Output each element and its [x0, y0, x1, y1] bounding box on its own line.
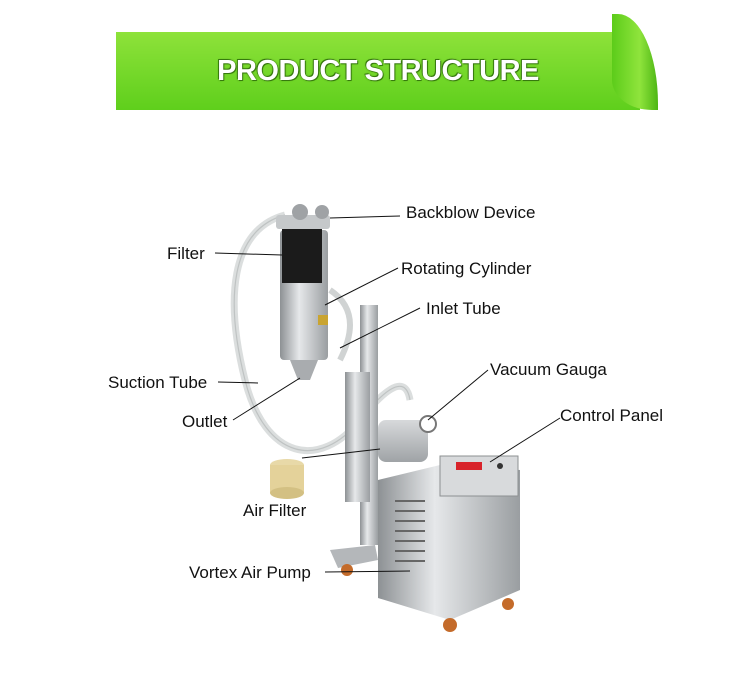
label-suction-tube: Suction Tube [108, 373, 208, 392]
pump-cabinet [378, 465, 520, 620]
page-title: PRODUCT STRUCTURE [217, 54, 539, 87]
label-rotating-cylinder: Rotating Cylinder [401, 259, 532, 278]
callout-lines [214, 215, 561, 573]
vent-slots [395, 500, 425, 562]
wheel [502, 598, 514, 610]
vortex-pump-cylinder [378, 420, 428, 462]
backblow-device [292, 204, 308, 220]
label-backblow-device: Backblow Device [406, 203, 536, 222]
label-control-panel: Control Panel [560, 406, 664, 425]
label-vacuum-gauga: Vacuum Gauga [490, 360, 607, 379]
control-display [456, 462, 482, 470]
title-banner [116, 32, 640, 110]
wheel [443, 618, 457, 632]
base-frame [330, 545, 378, 568]
rotating-cylinder [318, 315, 328, 325]
inlet-tube-hose [328, 287, 353, 362]
outlet-cone [290, 360, 318, 380]
label-vortex-air-pump: Vortex Air Pump [189, 563, 311, 582]
filter-cartridge [282, 228, 322, 283]
label-outlet: Outlet [182, 412, 228, 431]
vacuum-gauge [419, 415, 437, 433]
label-filter: Filter [167, 244, 205, 263]
label-air-filter: Air Filter [243, 501, 307, 520]
wheel [341, 564, 353, 576]
label-inlet-tube: Inlet Tube [426, 299, 501, 318]
